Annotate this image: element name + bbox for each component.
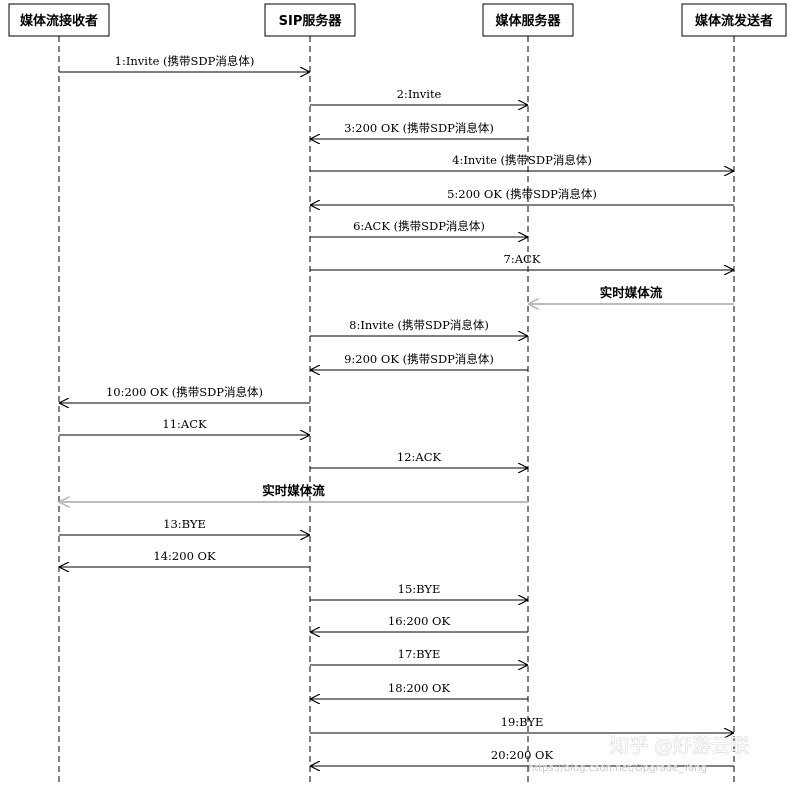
participants: 媒体流接收者 SIP服务器 媒体服务器 媒体流发送者 [8, 3, 787, 37]
message-label: 2:Invite [397, 87, 442, 101]
message-label: 4:Invite (携带SDP消息体) [452, 153, 592, 167]
message-5: 5:200 OK (携带SDP消息体) [310, 187, 734, 205]
message-7: 7:ACK [310, 252, 734, 270]
message-6: 6:ACK (携带SDP消息体) [310, 219, 528, 237]
message-12: 11:ACK [59, 417, 310, 435]
message-label: 实时媒体流 [262, 483, 325, 498]
watermark: 知乎 @好游云联 https://blog.csdn.net/Opgrade_Y… [528, 735, 749, 774]
message-21: 19:BYE [310, 715, 734, 733]
media-stream-message: 实时媒体流 [528, 285, 734, 304]
message-label: 13:BYE [163, 517, 206, 531]
message-16: 14:200 OK [59, 549, 310, 567]
participant-box [8, 3, 110, 37]
participant-sender: 媒体流发送者 [681, 3, 787, 37]
message-4: 4:Invite (携带SDP消息体) [310, 153, 734, 171]
participant-media: 媒体服务器 [482, 3, 574, 37]
participant-sip: SIP服务器 [264, 3, 356, 37]
message-label: 12:ACK [397, 450, 442, 464]
message-label: 15:BYE [398, 582, 441, 596]
message-label: 8:Invite (携带SDP消息体) [349, 318, 489, 332]
message-label: 5:200 OK (携带SDP消息体) [447, 187, 597, 201]
watermark-url: https://blog.csdn.net/Opgrade_Yang [528, 763, 707, 774]
message-label: 10:200 OK (携带SDP消息体) [106, 385, 263, 399]
message-1: 1:Invite (携带SDP消息体) [59, 54, 310, 72]
message-label: 20:200 OK [491, 748, 554, 762]
message-label: 18:200 OK [388, 681, 451, 695]
message-label: 14:200 OK [153, 549, 216, 563]
message-label: 1:Invite (携带SDP消息体) [115, 54, 255, 68]
message-2: 2:Invite [310, 87, 528, 105]
participant-label: 媒体流接收者 [20, 13, 98, 29]
message-label: 3:200 OK (携带SDP消息体) [344, 121, 494, 135]
watermark-text: 知乎 @好游云联 [610, 735, 749, 757]
participant-label: 媒体服务器 [495, 13, 561, 29]
participant-box [264, 3, 356, 37]
message-label: 实时媒体流 [600, 285, 663, 300]
media-stream-message: 实时媒体流 [59, 483, 528, 502]
participant-receiver: 媒体流接收者 [8, 3, 110, 37]
message-18: 16:200 OK [310, 614, 528, 632]
message-15: 13:BYE [59, 517, 310, 535]
participant-box [681, 3, 787, 37]
message-label: 16:200 OK [388, 614, 451, 628]
message-19: 17:BYE [310, 647, 528, 665]
message-3: 3:200 OK (携带SDP消息体) [310, 121, 528, 139]
message-10: 9:200 OK (携带SDP消息体) [310, 352, 528, 370]
message-17: 15:BYE [310, 582, 528, 600]
participant-box [482, 3, 574, 37]
message-label: 19:BYE [501, 715, 544, 729]
message-20: 18:200 OK [310, 681, 528, 699]
message-11: 10:200 OK (携带SDP消息体) [59, 385, 310, 403]
lifelines [58, 36, 735, 783]
message-22: 20:200 OK [310, 748, 734, 766]
messages: 1:Invite (携带SDP消息体) 2:Invite 3:200 OK (携带S… [59, 54, 734, 766]
message-label: 9:200 OK (携带SDP消息体) [344, 352, 494, 366]
participant-label: 媒体流发送者 [695, 13, 773, 29]
message-label: 17:BYE [398, 647, 441, 661]
message-9: 8:Invite (携带SDP消息体) [310, 318, 528, 336]
message-13: 12:ACK [310, 450, 528, 468]
message-label: 7:ACK [504, 252, 541, 266]
participant-label: SIP服务器 [279, 13, 343, 29]
message-label: 6:ACK (携带SDP消息体) [353, 219, 485, 233]
message-label: 11:ACK [162, 417, 207, 431]
